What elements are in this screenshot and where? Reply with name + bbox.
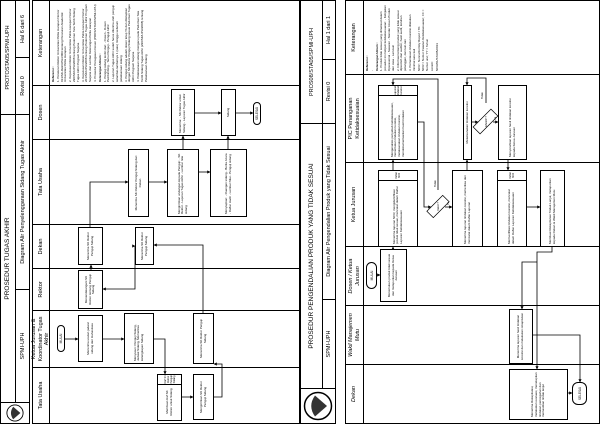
process-dosen-receive: Menerima: - SK Rektor untuk Sidang - Lap… [171, 89, 195, 136]
process-sidang: Sidang [221, 89, 236, 136]
end-terminal: SELESAI [572, 382, 587, 405]
general-notes-title: Keterangan Umum : [97, 53, 102, 82]
department: SPMI-UPH [15, 289, 30, 403]
lane-dekan: Dekan [32, 224, 300, 269]
university-logo-icon [6, 404, 24, 422]
logo-cell [0, 402, 30, 424]
note-item: 3. Pemantauan tindakan koreksi dilakukan… [407, 14, 416, 71]
lane-label: Dekan [33, 225, 50, 268]
note-item: 1. Penguji sidang terdiri dari: - Dosen … [102, 21, 111, 82]
page-sidang-tugas-akhir: PROSEDUR TUGAS AKHIR PROTOSTA05/SPMI-UPH… [0, 0, 300, 424]
process-text: Membuat draf SK Rektor untuk Sidang [164, 388, 173, 416]
process-do-correction: Melaksanakan tindakan koreksi [463, 85, 472, 160]
lane-label: Tata Usaha [33, 140, 50, 224]
lane-label: Dosen [33, 86, 50, 139]
keterangan-notes: Referensi : - Keterangan Umum : 1. Produ… [364, 1, 598, 74]
diagram-title: Diagram Alir Pengendalian Produk yang Ti… [322, 123, 336, 300]
process-send-invitation: Mengirimkan undangan kepada Penguji: - S… [167, 149, 199, 217]
document-ncr-list: Daftar NCR [379, 171, 417, 181]
reference-item: 2. Keputusan Rektor Universitas Pelita H… [68, 8, 80, 82]
process-dekan-receive-sk-2: Menerima SK Rektor Penguji Sidang [135, 227, 154, 265]
process-prepare-room: Menyiapkan: - Ruangan sidang - Berita Ac… [210, 149, 247, 217]
lane-tata-usaha-2: Tata Usaha [32, 139, 300, 225]
lane-label: PIC Penanganan Ketidaksesuaian [346, 75, 364, 162]
process-recap-follow-up: Membuat Rekapitulasi Tindak Lanjut, mela… [540, 170, 565, 247]
end-terminal: SELESAI [253, 102, 261, 125]
references-title: Referensi : [365, 55, 369, 71]
note-item: 1. Produk tidak sesuai yang dimaksud dal… [379, 5, 395, 71]
note-item: NCR = Nomor Catatan Ketidaksesuaian; XX … [421, 9, 430, 71]
document-code: PROTOSTA05/SPMI-UPH [0, 0, 16, 115]
diagram-title: Diagram Alir Penyelenggaraan Sidang Tuga… [15, 114, 30, 290]
lane-label: Rektor [33, 269, 50, 310]
general-notes-title: Keterangan Umum : [374, 42, 379, 71]
process-analyze-cause: Menganalisis penyebab ketidaksesuaian, m… [378, 85, 418, 160]
lane-rektor: Rektor [32, 268, 300, 311]
process-draft-sk: Membuat draf SK Rektor untuk Sidang Draf… [157, 374, 182, 421]
decision-text: Valid ? [436, 202, 440, 211]
note-item: NCR/01/STA05/2013 [434, 43, 439, 71]
decision-text: Efektif ? [483, 116, 488, 127]
document-correction-report: Laporan tindakan koreksi [379, 86, 417, 96]
decision-valid-no-label: Tidak [433, 180, 437, 187]
department: SPMI-UPH [322, 299, 336, 389]
lane-label: Keterangan [346, 1, 364, 74]
process-sign-sk: Menandatangani SK Rektor tentang Penguji… [78, 270, 103, 309]
process-wmm-recap: Menerima laporan hasil tindakan koreksi … [509, 309, 533, 364]
process-receive-proposal: Menerima usulan jadwal sidang dari mahas… [78, 315, 103, 362]
page-number: Hal 1 dari 1 [322, 0, 336, 60]
lane-label: Wakil Manajemen Mutu [346, 306, 364, 364]
decision-effective-no-label: Tidak [480, 92, 484, 99]
process-receive-correction-report: Menerima laporan tindakan koreksi, memer… [452, 170, 483, 247]
logo-cell [300, 388, 336, 424]
keterangan-notes: Referensi : 1. Peraturan Rektor Universi… [50, 1, 298, 85]
note-item: 4. Pelaksanaan sidang mengacu pada Pedom… [135, 9, 148, 82]
process-dekan-receive-sk: Menerima SK Rektor Penguji Sidang [78, 227, 103, 265]
start-terminal: MULAI [57, 325, 65, 352]
process-dekan-evaluate: Menerima Rekapitulasi, melakukan evaluas… [509, 369, 568, 420]
process-arrange-examiners: Menyusun: Penguji Sidang, Jadwal Sidang,… [124, 313, 154, 364]
lane-label: Keterangan [33, 1, 50, 85]
note-item: 2. Informasi tentang produk yang tidak s… [395, 10, 408, 71]
decision-effective-yes-label: Ya [493, 116, 497, 120]
lane-label: Tata Usaha [33, 368, 50, 423]
decision-effective: Efektif ? [478, 103, 493, 140]
process-report-nonconformity: Menemukan produk tidak sesuai dan melapo… [380, 249, 407, 302]
process-tu-receive-sk: Menerima SK Rektor Penguji Sidang dari D… [128, 149, 149, 217]
university-logo-icon [303, 391, 333, 421]
lane-label: Ketua Jurusan [346, 163, 364, 246]
lane-label: Dekan [346, 365, 364, 423]
process-send-sk: Mengirimkan SK Rektor Penguji Sidang [193, 374, 214, 420]
process-text: Memverifikasi tindakan koreksi, mencatat… [507, 189, 515, 244]
document-title: PROSEDUR PENGENDALIAN PRODUK YANG TIDAK … [300, 123, 323, 389]
page-number: Hal 6 dari 6 [15, 0, 30, 58]
process-text: Menganalisis penyebab ketidaksesuaian, m… [389, 102, 405, 157]
document-draft-sk: Draf SK Rektor Penguji Sidang [158, 375, 181, 385]
lane-wakil-manajemen-mutu: Wakil Manajemen Mutu [345, 305, 600, 365]
note-item: 3. Penguji sidang adalah dosen tetap TA … [123, 4, 136, 82]
lane-ketua-jurusan: Ketua Jurusan & Koordinator Tugas Akhir [31, 310, 300, 368]
lane-label: Dosen / Ketua Jurusan [346, 247, 364, 305]
process-receive-sk: Menerima SK Rektor Penguji Sidang [193, 313, 214, 364]
process-text: Menerima laporan NCR, mengidentifikasi p… [391, 186, 403, 244]
process-submit-correction-report: Menyerahkan laporan hasil tindakan korek… [498, 85, 527, 160]
decision-valid: Valid ? [431, 190, 445, 223]
document-title: PROSEDUR TUGAS AKHIR [0, 114, 16, 403]
start-terminal: MULAI [366, 262, 377, 289]
note-item: 2. Laporan Tugas Akhir sudah harus diter… [111, 5, 123, 82]
document-code: PROS08/STA05/SPMI-UPH [300, 0, 323, 124]
revision: Revisi 0 [322, 59, 336, 124]
document-ncr-list: Daftar NCR [498, 171, 526, 181]
references-title: Referensi : [51, 66, 55, 82]
revision: Revisi 0 [15, 57, 30, 115]
page-produk-tidak-sesuai: PROSEDUR PENGENDALIAN PRODUK YANG TIDAK … [300, 0, 600, 424]
process-receive-ncr: Menerima laporan NCR, mengidentifikasi p… [378, 170, 418, 247]
reference-item: 3. Keputusan Rektor Universitas Pelita H… [80, 4, 93, 82]
lane-label: Ketua Jurusan & Koordinator Tugas Akhir [31, 311, 50, 367]
process-verify-correction: Memverifikasi tindakan koreksi, mencatat… [497, 170, 527, 247]
reference-item: 1. Peraturan Rektor Universitas Pelita H… [55, 9, 68, 82]
decision-valid-yes-label: Ya [446, 201, 450, 205]
